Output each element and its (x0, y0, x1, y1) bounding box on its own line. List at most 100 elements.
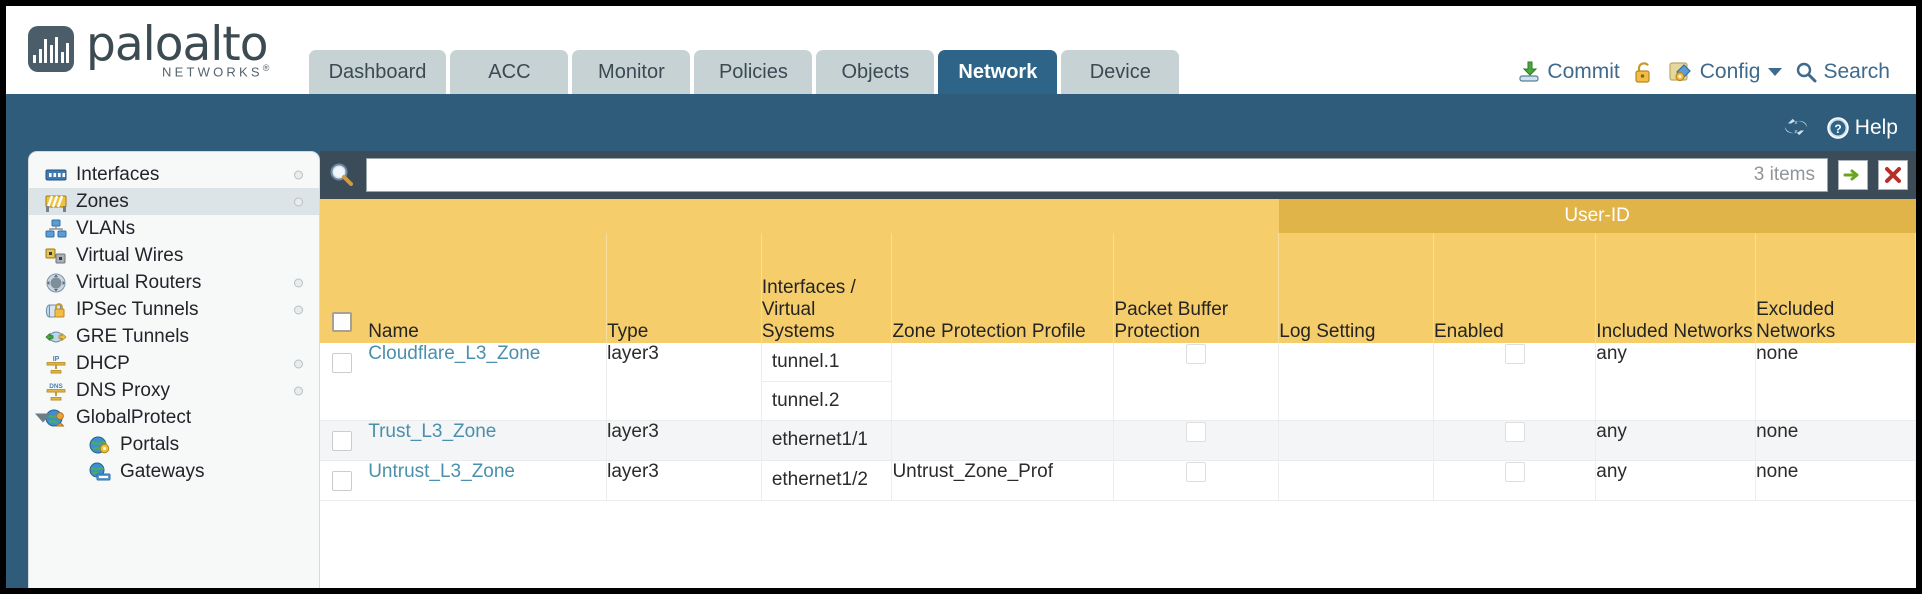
sidebar-item-globalprotect[interactable]: GlobalProtect (29, 404, 319, 431)
cell-userid-enabled (1433, 343, 1597, 421)
interface-entry: tunnel.2 (771, 390, 840, 411)
select-all-checkbox[interactable] (332, 311, 352, 332)
col-header-included-networks[interactable]: Included Networks (1595, 233, 1757, 343)
dns-proxy-icon: DNS (43, 381, 69, 401)
sidebar-item-interfaces[interactable]: Interfaces (29, 161, 319, 188)
refresh-button[interactable] (1784, 116, 1810, 140)
vlans-icon (43, 219, 69, 239)
sidebar-item-gateways[interactable]: Gateways (29, 458, 319, 485)
sidebar-item-virtual-routers[interactable]: Virtual Routers (29, 269, 319, 296)
row-select-checkbox[interactable] (332, 430, 352, 451)
brand-sub: NETWORKS® (162, 62, 273, 79)
zone-name-link[interactable]: Cloudflare_L3_Zone (368, 343, 541, 364)
col-header-interfaces[interactable]: Interfaces / Virtual Systems (761, 233, 893, 343)
help-button[interactable]: ? Help (1826, 116, 1898, 140)
help-row: ? Help (1784, 116, 1898, 140)
search-button[interactable]: Search (1795, 60, 1890, 84)
col-header-log-setting[interactable]: Log Setting (1278, 233, 1434, 343)
virtual-routers-icon (43, 273, 69, 293)
col-header-type[interactable]: Type (606, 233, 762, 343)
cell-name: Cloudflare_L3_Zone (368, 343, 608, 421)
portals-icon (87, 435, 113, 455)
zone-name-link[interactable]: Trust_L3_Zone (368, 421, 497, 442)
cell-log-setting (1278, 343, 1434, 421)
cell-zone-protection-profile: Untrust_Zone_Prof (891, 460, 1115, 501)
cell-userid-enabled (1433, 460, 1597, 501)
sidebar-item-status-dot (294, 359, 303, 368)
tab-monitor[interactable]: Monitor (572, 50, 691, 94)
cell-packet-buffer-protection (1113, 460, 1280, 501)
cell-interfaces: ethernet1/1 (761, 420, 893, 461)
sidebar-item-zones[interactable]: Zones (29, 188, 319, 215)
sidebar-item-status-dot (294, 197, 303, 206)
search-icon (1795, 61, 1817, 83)
sidebar-item-status-dot (294, 278, 303, 287)
config-menu[interactable]: Config (1668, 60, 1783, 84)
sidebar-item-status-dot (294, 305, 303, 314)
sidebar-item-ipsec-tunnels[interactable]: IPSec Tunnels (29, 296, 319, 323)
sidebar-item-virtual-wires[interactable]: Virtual Wires (29, 242, 319, 269)
zones-table: User-ID Name Type Interfaces / Virtual S… (320, 199, 1916, 501)
tab-acc[interactable]: ACC (450, 50, 569, 94)
cell-name: Untrust_L3_Zone (368, 460, 608, 501)
zone-name-link[interactable]: Untrust_L3_Zone (368, 461, 516, 482)
search-input[interactable] (375, 159, 1754, 191)
tab-dashboard[interactable]: Dashboard (308, 50, 447, 94)
row-select-checkbox[interactable] (332, 352, 352, 373)
cell-included-networks: any (1595, 343, 1757, 421)
sidebar-item-label: DNS Proxy (76, 379, 170, 401)
packet-buffer-protection-checkbox[interactable] (1186, 343, 1207, 364)
tab-network[interactable]: Network (938, 50, 1058, 94)
cell-included-networks: any (1595, 420, 1757, 461)
sidebar-item-dns-proxy[interactable]: DNS DNS Proxy (29, 377, 319, 404)
apply-filter-button[interactable] (1838, 160, 1868, 190)
ipsec-tunnels-icon (43, 300, 69, 320)
packet-buffer-protection-checkbox[interactable] (1186, 421, 1207, 442)
sidebar-item-vlans[interactable]: VLANs (29, 215, 319, 242)
row-select-checkbox[interactable] (332, 470, 352, 491)
brand-wordmark: paloalto NETWORKS® (86, 21, 273, 78)
sidebar-item-gre-tunnels[interactable]: GRE Tunnels (29, 323, 319, 350)
col-header-excluded-networks[interactable]: Excluded Networks (1755, 233, 1916, 343)
cell-log-setting (1278, 460, 1434, 501)
clear-filter-button[interactable] (1878, 160, 1908, 190)
help-label: Help (1854, 116, 1898, 139)
userid-enabled-checkbox[interactable] (1504, 421, 1525, 442)
filter-search-icon[interactable] (328, 161, 356, 189)
interfaces-icon (43, 165, 69, 185)
brand-name: paloalto (86, 16, 268, 72)
config-icon (1668, 60, 1694, 84)
search-field-wrap[interactable]: 3 items (366, 158, 1828, 192)
commit-button[interactable]: Commit (1517, 60, 1620, 84)
cell-included-networks: any (1595, 460, 1757, 501)
cell-type: layer3 (606, 460, 762, 501)
packet-buffer-protection-checkbox[interactable] (1186, 461, 1207, 482)
cell-excluded-networks: none (1755, 343, 1916, 421)
tab-device[interactable]: Device (1061, 50, 1180, 94)
expand-collapse-triangle-icon[interactable] (35, 413, 51, 422)
gre-tunnels-icon (43, 327, 69, 347)
tab-policies[interactable]: Policies (694, 50, 813, 94)
col-header-zone-protection-profile[interactable]: Zone Protection Profile (891, 233, 1115, 343)
lock-button[interactable] (1633, 60, 1655, 84)
svg-text:DNS: DNS (49, 383, 63, 390)
userid-enabled-checkbox[interactable] (1504, 343, 1525, 364)
cell-excluded-networks: none (1755, 460, 1916, 501)
col-header-userid-enabled[interactable]: Enabled (1433, 233, 1597, 343)
config-label: Config (1699, 60, 1761, 83)
group-header-row: User-ID (320, 199, 1916, 233)
cell-interfaces: ethernet1/2 (761, 460, 893, 501)
col-header-packet-buffer-protection[interactable]: Packet Buffer Protection (1113, 233, 1280, 343)
sidebar-item-label: Portals (120, 433, 180, 455)
commit-label: Commit (1547, 60, 1620, 83)
userid-enabled-checkbox[interactable] (1504, 461, 1525, 482)
sidebar-item-portals[interactable]: Portals (29, 431, 319, 458)
col-header-name[interactable]: Name (368, 233, 608, 343)
tab-objects[interactable]: Objects (816, 50, 935, 94)
